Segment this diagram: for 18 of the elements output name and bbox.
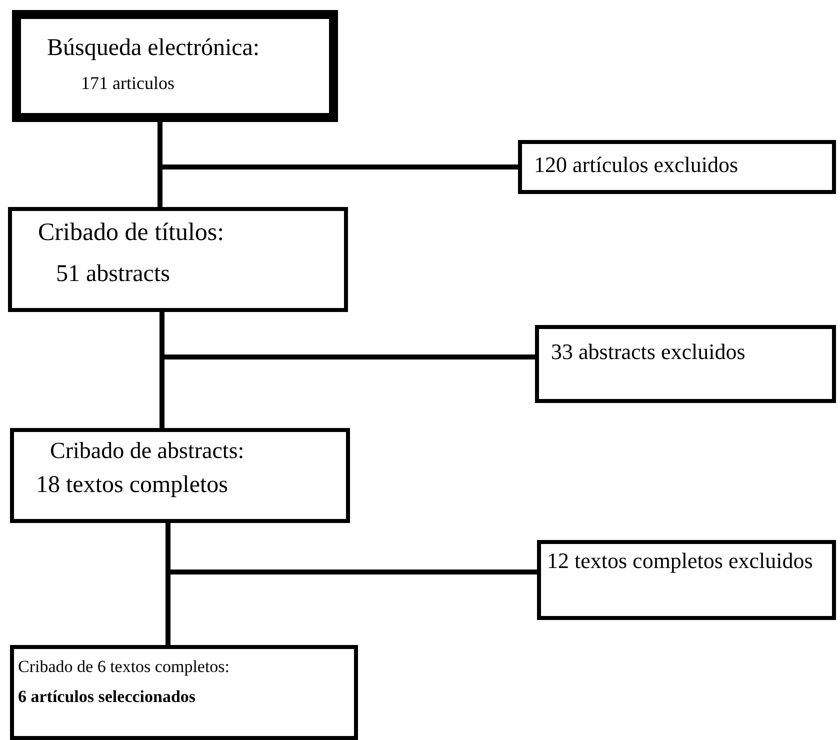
- box-heading: Cribado de títulos:: [38, 219, 224, 248]
- box-text: 51 abstracts: [56, 261, 170, 289]
- box-text: 171 articulos: [81, 73, 174, 94]
- process-box: [537, 540, 836, 620]
- process-box: [518, 140, 836, 194]
- box-heading: Búsqueda electrónica:: [47, 35, 260, 63]
- process-box: [12, 10, 338, 122]
- process-box: [8, 207, 348, 312]
- process-box: [10, 645, 358, 740]
- box-text: 6 artículos seleccionados: [18, 687, 196, 707]
- box-heading: Cribado de 6 textos completos:: [18, 657, 230, 677]
- process-box: [535, 325, 836, 403]
- box-heading: 120 artículos excluidos: [534, 152, 738, 178]
- box-heading: 33 abstracts excluidos: [551, 339, 746, 364]
- box-heading: Cribado de abstracts:: [50, 438, 244, 464]
- box-heading: 12 textos completos excluidos: [547, 548, 814, 574]
- process-box: [10, 428, 350, 523]
- box-text: 18 textos completos: [36, 472, 228, 500]
